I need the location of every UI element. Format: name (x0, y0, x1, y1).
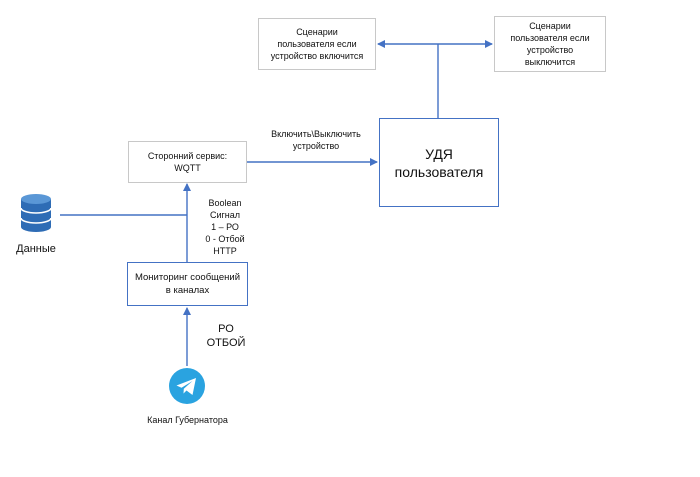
third-party-service-box: Сторонний сервис: WQTT (128, 141, 247, 183)
udya-text: УДЯ пользователя (394, 145, 484, 180)
database-icon (20, 194, 52, 232)
third-party-service-text: Сторонний сервис: WQTT (147, 151, 228, 173)
channel-label: Канал Губернатора (147, 415, 228, 425)
data-label: Данные (16, 243, 56, 255)
ro-otboy-label: РО ОТБОЙ (206, 323, 246, 349)
scenarios-on-text: Сценарии пользователя если устройство вк… (270, 27, 364, 61)
scenarios-off-box: Сценарии пользователя если устройство вы… (494, 16, 606, 72)
monitoring-text: Мониторинг сообщений в каналах (134, 272, 241, 296)
boolean-signal-label: Boolean Сигнал 1 – РО 0 - Отбой HTTP (205, 198, 245, 256)
scenarios-on-box: Сценарии пользователя если устройство вк… (258, 18, 376, 70)
udya-box: УДЯ пользователя (379, 118, 499, 207)
telegram-icon (169, 368, 205, 404)
toggle-device-label: Включить\Выключить устройство (271, 129, 361, 151)
monitoring-box: Мониторинг сообщений в каналах (127, 262, 248, 306)
scenarios-off-text: Сценарии пользователя если устройство вы… (510, 21, 590, 67)
